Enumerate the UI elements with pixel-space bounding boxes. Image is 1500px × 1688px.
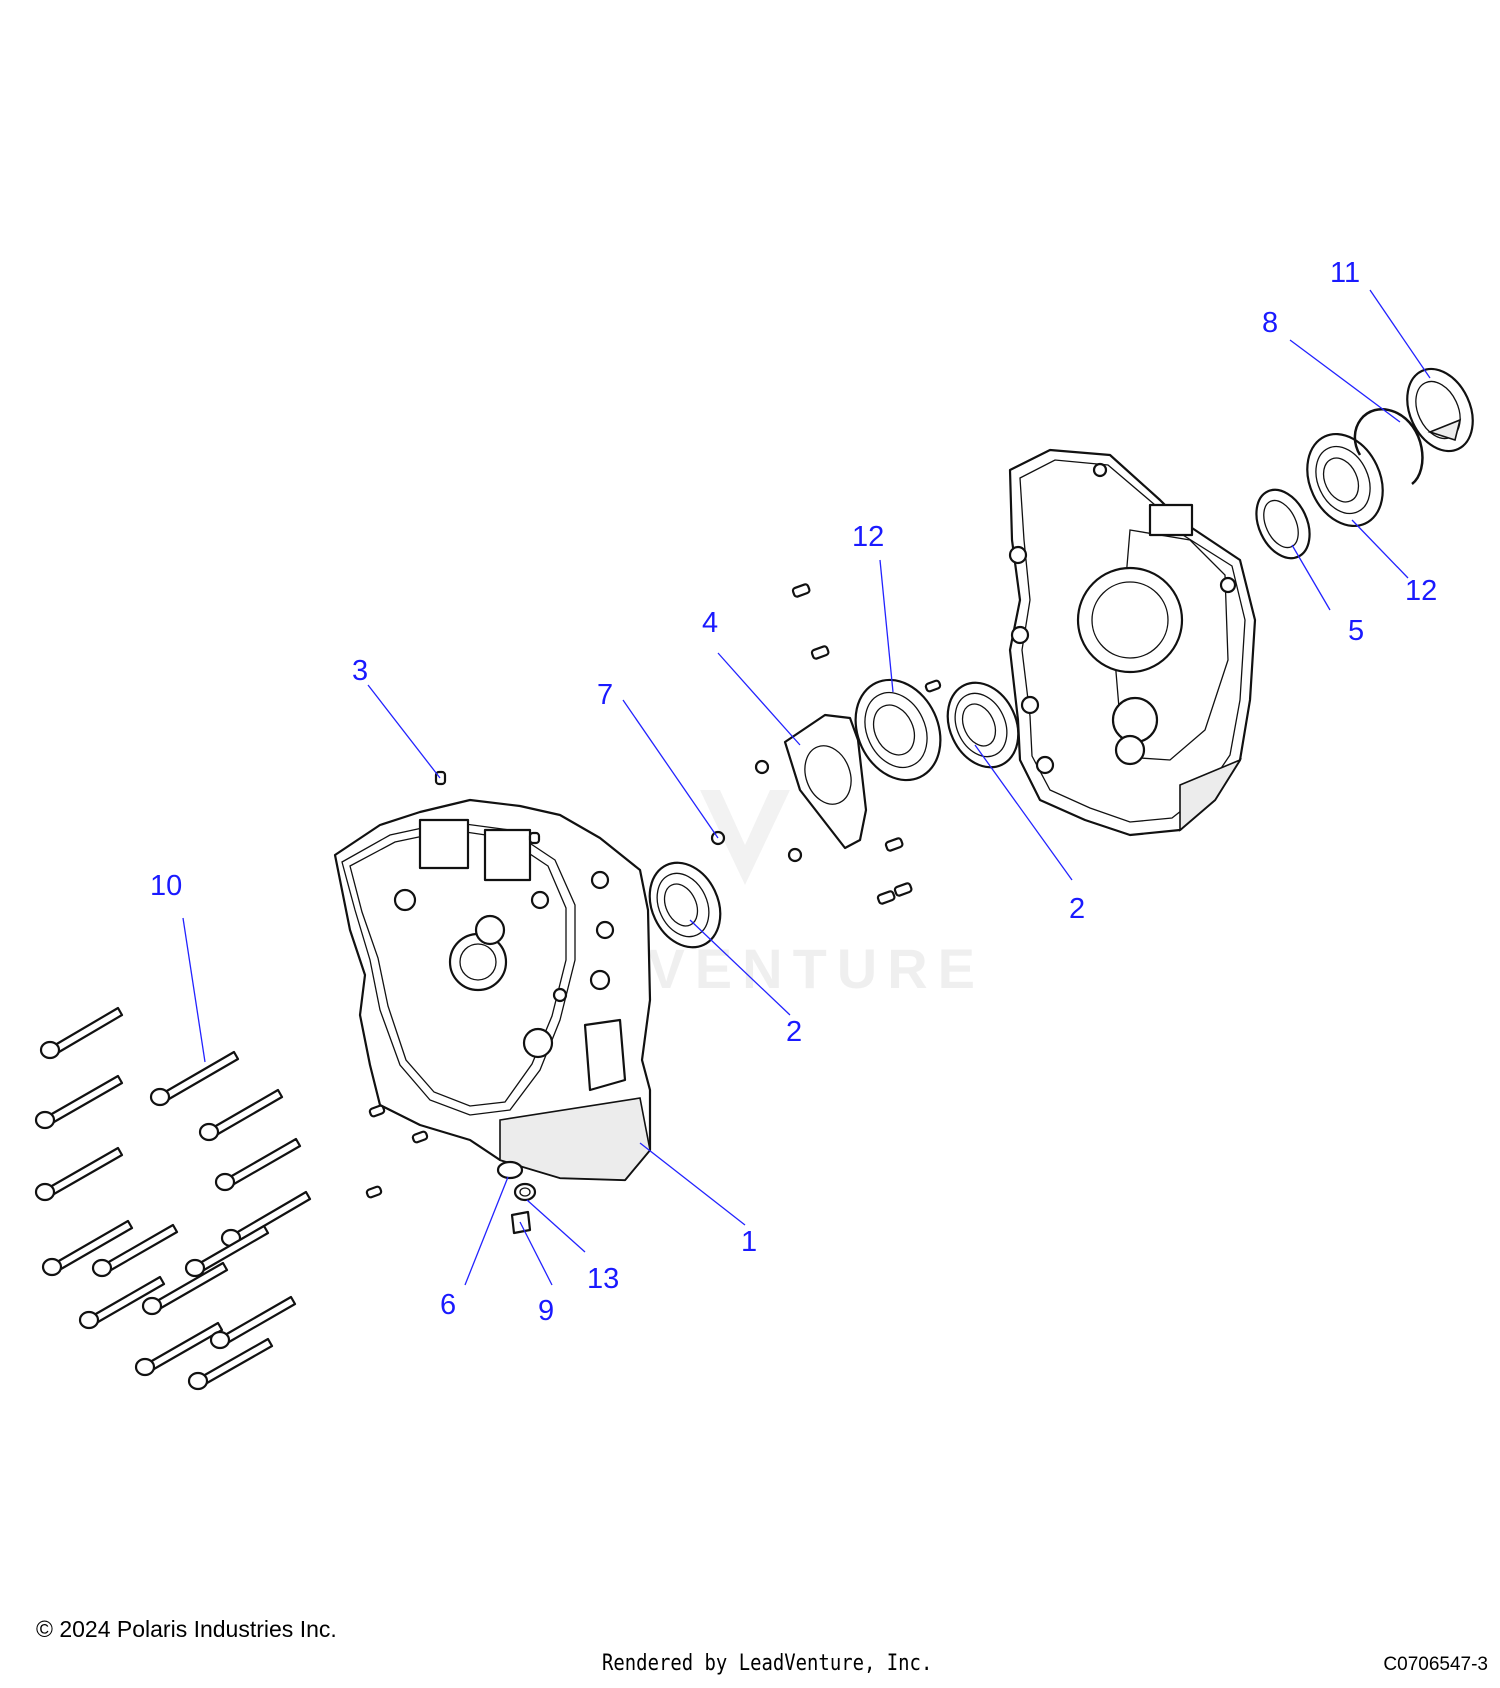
bearing-left bbox=[648, 861, 722, 949]
leader-lines bbox=[182, 289, 1431, 1286]
rendered-by-text: Rendered by LeadVenture, Inc. bbox=[602, 1651, 933, 1676]
callout-5: 5 bbox=[1348, 615, 1364, 647]
callout-2-right: 2 bbox=[1069, 893, 1085, 925]
callouts: 1 2 2 3 4 5 6 7 8 9 10 11 12 12 13 bbox=[150, 257, 1437, 1327]
callout-12-center: 12 bbox=[852, 521, 884, 553]
bolt bbox=[220, 1190, 312, 1248]
bearing-plate bbox=[783, 713, 868, 850]
callout-13: 13 bbox=[587, 1263, 619, 1295]
bolt bbox=[214, 1137, 302, 1192]
copyright-text: © 2024 Polaris Industries Inc. bbox=[36, 1616, 337, 1642]
dowel-pins bbox=[365, 583, 942, 1199]
callout-2-left: 2 bbox=[786, 1016, 802, 1048]
bolt bbox=[34, 1146, 124, 1202]
bolt bbox=[34, 1074, 124, 1130]
bolt bbox=[41, 1219, 134, 1277]
seal-5 bbox=[1255, 488, 1311, 560]
bolt bbox=[187, 1337, 274, 1391]
bearing-center-2 bbox=[946, 681, 1020, 769]
bolt bbox=[198, 1088, 284, 1142]
bolt bbox=[149, 1050, 240, 1107]
callout-3: 3 bbox=[352, 655, 368, 687]
bolt bbox=[91, 1223, 179, 1278]
bolts-10 bbox=[34, 1006, 312, 1391]
callout-11: 11 bbox=[1330, 257, 1360, 289]
diagram-code: C0706547-3 bbox=[1383, 1654, 1488, 1675]
snap-ring-8 bbox=[1353, 408, 1424, 485]
bolt bbox=[141, 1261, 229, 1316]
plug-6-9-13 bbox=[496, 1160, 537, 1235]
callout-9: 9 bbox=[538, 1295, 554, 1327]
oil-seal-11 bbox=[1406, 367, 1474, 453]
bearing-right-12 bbox=[1306, 432, 1384, 528]
bolt bbox=[134, 1321, 224, 1377]
right-crankcase bbox=[1008, 448, 1257, 837]
left-crankcase bbox=[333, 798, 652, 1182]
callout-8: 8 bbox=[1262, 307, 1278, 339]
callout-6: 6 bbox=[440, 1289, 456, 1321]
callout-10: 10 bbox=[150, 870, 182, 902]
bearing-center-12 bbox=[854, 678, 942, 782]
bolt bbox=[78, 1275, 166, 1330]
callout-12-right: 12 bbox=[1405, 575, 1437, 607]
bolt bbox=[209, 1295, 297, 1350]
callout-4: 4 bbox=[702, 607, 718, 639]
callout-1: 1 bbox=[741, 1226, 757, 1258]
callout-7: 7 bbox=[597, 679, 613, 711]
bolt bbox=[39, 1006, 124, 1060]
bolt bbox=[184, 1224, 270, 1278]
